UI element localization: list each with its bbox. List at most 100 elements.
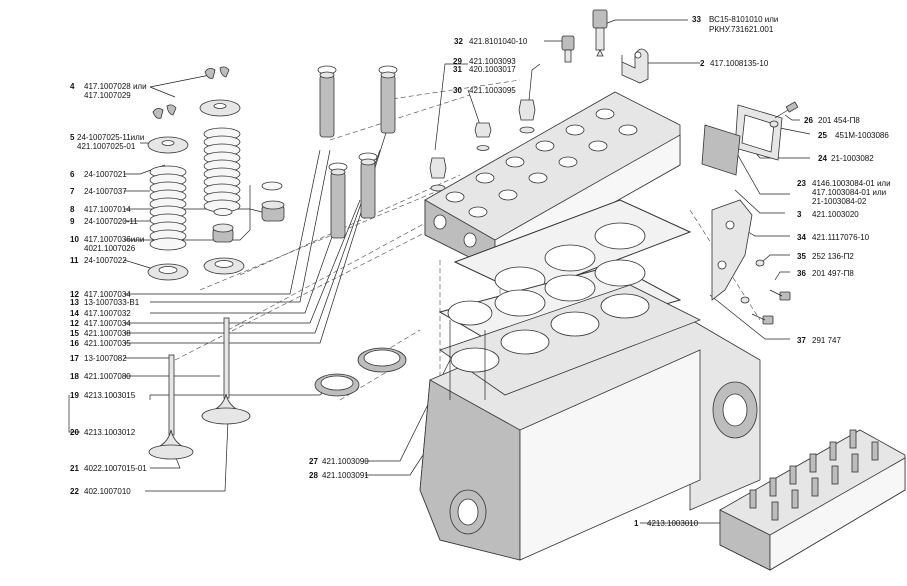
callout-15-code: 421.1007038 [84,329,131,338]
callout-16-code: 421.1007035 [84,339,131,348]
callout-24-code: 21-1003082 [831,154,874,163]
callout-9-num: 9 [70,217,75,226]
callout-26-code: 201 454-П8 [818,116,860,125]
callout-3-num: 3 [797,210,802,219]
callout-labels: 4 417.1007028 или 417.1007029 5 24-10070… [70,15,891,528]
callout-12b-code: 417.1007034 [84,319,131,328]
gasket-23 [701,124,741,176]
callout-23-code: 4146.1003084-01 или [812,179,891,188]
callout-33-code-alt: РКНУ.731621.001 [709,25,774,34]
callout-27-num: 27 [309,457,318,466]
callout-29-num: 29 [453,57,462,66]
valve-seat-inserts [314,347,407,397]
callout-28-code: 421.1003091 [322,471,369,480]
valve-stem-seals [212,181,285,243]
callout-13-code: 13-1007033-В1 [84,298,140,307]
callout-28-num: 28 [309,471,318,480]
cam-bosses [445,108,638,218]
callout-33-code: ВС15-8101010 или [709,15,778,24]
callout-10-code: 417.1007036или [84,235,144,244]
bracket-34 [711,199,753,301]
callout-3-code: 421.1003020 [812,210,859,219]
callout-27-code: 421.1003090 [322,457,369,466]
callout-2-num: 2 [700,59,705,68]
callout-33-num: 33 [692,15,701,24]
callout-37-num: 37 [797,336,806,345]
callout-20-code: 4213.1003012 [84,428,136,437]
callout-12b-num: 12 [70,319,79,328]
cylinder-block [419,284,761,561]
callout-35-code: 252 136-П2 [812,252,854,261]
callout-10-num: 10 [70,235,79,244]
callout-11-code: 24-1007022 [84,256,127,265]
callout-35-num: 35 [797,252,806,261]
callout-5-code-alt: 421.1007025-01 [77,142,136,151]
callout-4-code: 417.1007028 или [84,82,147,91]
callout-10-code-alt: 4021.1007026 [84,244,136,253]
callout-20-num: 20 [70,428,79,437]
bolts-36-37 [740,259,791,325]
cover-plate-24 [734,104,783,161]
callout-34-num: 34 [797,233,806,242]
callout-36-code: 201 497-П8 [812,269,854,278]
callout-21-num: 21 [70,464,79,473]
callout-23-code-alt: 417.1003084-01 или [812,188,886,197]
callout-30-num: 30 [453,86,462,95]
valves [148,317,251,460]
callout-32-code: 421.8101040-10 [469,37,528,46]
callout-19-num: 19 [70,391,79,400]
callout-7-code: 24-1007037 [84,187,127,196]
callout-23-code-alt2: 21-1003084-02 [812,197,867,206]
valve-springs [149,127,241,251]
callout-21-code: 4022.1007015-01 [84,464,147,473]
callout-25-num: 25 [818,131,827,140]
callout-2-code: 417.1008135-10 [710,59,769,68]
callout-15-num: 15 [70,329,79,338]
callout-1-code: 4213.1003010 [647,519,699,528]
callout-1-num: 1 [634,519,639,528]
callout-16-num: 16 [70,339,79,348]
callout-6-code: 24-1007021 [84,170,127,179]
callout-14-code: 417.1007032 [84,309,131,318]
callout-19-code: 4213.1003015 [84,391,136,400]
callout-9-code: 24-1007020-11 [84,217,138,226]
callout-17-code: 13-1007082 [84,354,127,363]
callout-18-num: 18 [70,372,79,381]
callout-8-num: 8 [70,205,75,214]
callout-22-code: 402.1007010 [84,487,131,496]
bracket-2 [621,48,649,84]
callout-30-code: 421.1003095 [469,86,516,95]
callout-26-num: 26 [804,116,813,125]
callout-13-num: 13 [70,298,79,307]
callout-23-num: 23 [797,179,806,188]
callout-31-num: 31 [453,65,462,74]
callout-5-num: 5 [70,133,75,142]
valve-collets-4 [152,66,230,119]
callout-22-num: 22 [70,487,79,496]
callout-29-code: 421.1003093 [469,57,516,66]
head-gasket-lower [438,259,682,351]
callout-6-num: 6 [70,170,75,179]
callout-24-num: 24 [818,154,827,163]
callout-11-num: 11 [70,256,79,265]
callout-34-code: 421.1117076-10 [812,233,870,242]
callout-14-num: 14 [70,309,79,318]
spring-retainers-5 [147,99,241,154]
callout-31-code: 420.1003017 [469,65,516,74]
callout-8-code: 417.1007014 [84,205,131,214]
head-assembly-inset [719,429,906,571]
callout-4-code-alt: 417.1007029 [84,91,131,100]
cover-bolts [769,101,799,128]
callout-4-num: 4 [70,82,75,91]
head-gasket-upper [453,199,692,296]
callout-7-num: 7 [70,187,75,196]
callout-18-code: 421.1007080 [84,372,131,381]
temperature-sensors [561,9,608,63]
head-nuts-and-washers [429,99,536,192]
valve-guides [317,65,398,239]
spring-seat-washers [147,257,245,281]
callout-12-code: 417.1007034 [84,290,131,299]
callout-37-code: 291 747 [812,336,841,345]
callout-25-code: 451М-1003086 [835,131,889,140]
